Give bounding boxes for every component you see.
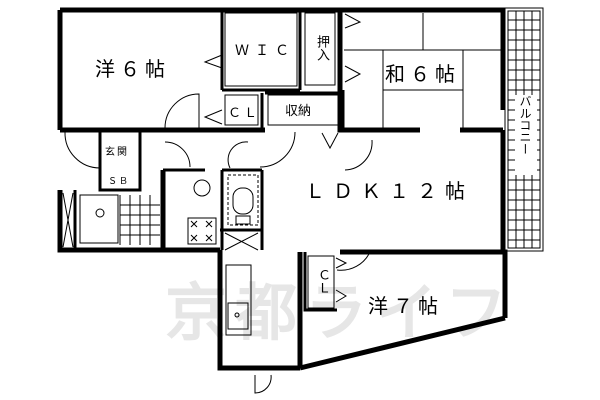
room-label-cl-1: ＣＬ [228, 106, 261, 121]
room-label-western-7: 洋７帖 [368, 294, 443, 318]
room-label-balcony: バルコニー [518, 95, 532, 155]
room-label-wic: ＷＩＣ [235, 43, 295, 59]
room-label-western-6: 洋６帖 [95, 57, 170, 81]
room-label-oshiire: 押入 [314, 35, 329, 61]
room-label-cl-2: ＣＬ [315, 268, 330, 294]
room-label-entrance: 玄関 [105, 147, 129, 158]
room-label-ldk: ＬＤＫ１２帖 [305, 179, 473, 203]
room-label-shoe-box: ＳＢ [108, 177, 131, 187]
room-label-storage: 収納 [285, 104, 312, 119]
room-label-japanese-6: 和６帖 [385, 62, 460, 86]
